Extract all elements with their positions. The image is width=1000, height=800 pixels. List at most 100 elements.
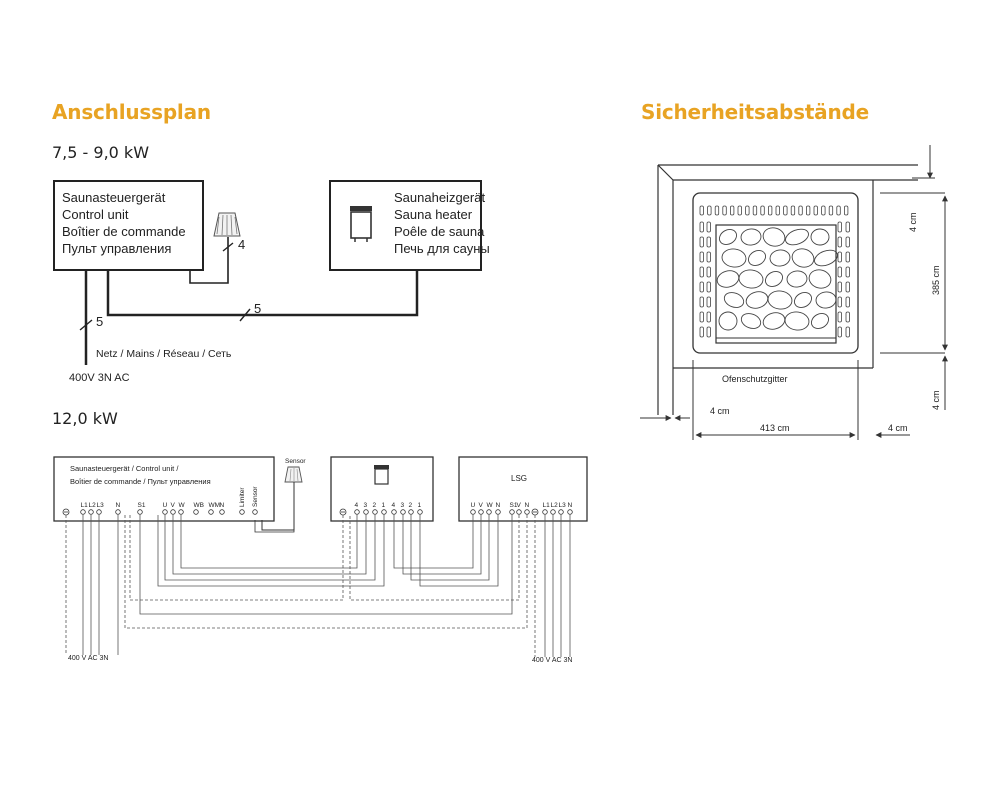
lsg-box [458, 456, 588, 522]
control-unit-terminal-label: L2 [89, 502, 97, 509]
control-unit-terminal: L2 [88, 502, 97, 515]
mains-label: Netz / Mains / Réseau / Сеть [96, 348, 232, 360]
wire [139, 515, 513, 615]
stone-chamber [715, 224, 837, 344]
wire [157, 515, 385, 587]
safety-distances-title: Sicherheitsabstände [641, 100, 869, 124]
heater-vent-slots [699, 205, 850, 338]
heater-terminal: 4 [354, 502, 360, 515]
control-unit-terminal-label: U [163, 502, 168, 509]
wire [124, 515, 528, 629]
lsg-right-terminal-label: L2 [551, 502, 559, 509]
heater-terminal-label: 2 [373, 502, 377, 509]
heater-terminal-label: 1 [382, 502, 386, 509]
control-unit-label-de: Saunasteuergerät [62, 190, 166, 205]
control-unit-terminal: V [170, 502, 176, 515]
control-unit-terminal-label: N [220, 502, 225, 509]
sauna-stones [716, 227, 838, 331]
lsg-left-terminal-label: 3 [401, 502, 405, 509]
lsg-right-terminal-label: N [496, 502, 501, 509]
wire [129, 515, 344, 601]
right-gap-label: 4 cm [888, 423, 908, 433]
height-label: 385 cm [931, 265, 941, 295]
lsg-left-terminal-label: 1 [418, 502, 422, 509]
control-unit-side-terminal: Sensor [252, 486, 259, 515]
heater-terminal: 3 [363, 502, 369, 515]
control-unit-terminal-label: W [179, 502, 186, 509]
heater-terminal-label: 4 [355, 502, 359, 509]
control-unit-terminal-label: L1 [81, 502, 89, 509]
control-unit-terminal: W [178, 502, 186, 515]
control-unit-terminal-label: WB [194, 502, 204, 509]
control-unit-side-terminal: Limiter [239, 487, 246, 515]
heater-label-en: Sauna heater [394, 207, 473, 222]
control-unit-terminal-label: N [116, 502, 121, 509]
large-power-label: 12,0 kW [52, 409, 118, 428]
lsg-right-terminal: N [524, 502, 530, 515]
control-unit-terminal: WM [208, 502, 220, 515]
lsg-right-terminal: V [516, 502, 522, 515]
mains-voltage: 400V 3N AC [69, 372, 130, 384]
control-unit-box [53, 180, 204, 271]
small-power-label: 7,5 - 9,0 kW [52, 143, 150, 162]
wire [180, 515, 358, 569]
left-gap-label: 4 cm [710, 406, 730, 416]
lsg-left-terminal: 1 [417, 502, 423, 515]
heater-box [329, 180, 482, 271]
lsg-right-terminal: L1 [542, 502, 551, 515]
heater-terminal: 1 [381, 502, 387, 515]
lsg-right-terminal: U [470, 502, 476, 515]
lsg-right-terminal-label: N [525, 502, 530, 509]
wire [172, 515, 367, 575]
lsg-left-terminal: 3 [400, 502, 406, 515]
wiring-lines [65, 515, 571, 657]
heater-terminal-label: 3 [364, 502, 368, 509]
heater-label-de: Saunaheizgerät [394, 190, 485, 205]
wire [349, 515, 520, 601]
lsg-right-terminal: V [478, 502, 484, 515]
heater-icon-large [374, 465, 389, 485]
control-unit-line1: Saunasteuergerät / Control unit / [70, 464, 179, 473]
wire [419, 515, 499, 587]
top-gap-label: 4 cm [908, 212, 918, 232]
lsg-right-terminal-label: W [487, 502, 494, 509]
control-unit-terminal-label: L3 [97, 502, 105, 509]
mains-wire-count: 5 [96, 314, 103, 329]
lsg-label: LSG [511, 474, 527, 483]
lsg-right-terminal-label: V [517, 502, 522, 509]
control-unit-terminal-label: S1 [138, 502, 146, 509]
wire [402, 515, 482, 575]
wall-corner [657, 164, 918, 415]
sensor-icon [213, 212, 241, 237]
wire [164, 515, 376, 581]
guard-label: Ofenschutzgitter [722, 374, 788, 384]
lsg-right-terminal: L2 [550, 502, 559, 515]
lsg-left-terminal: 4 [391, 502, 397, 515]
control-unit-terminal: U [162, 502, 168, 515]
wire [410, 515, 490, 581]
control-unit-box-large [53, 456, 275, 522]
control-unit-terminal: N [115, 502, 121, 515]
lsg-right-terminal-label: S1 [510, 502, 518, 509]
lsg-right-terminal: N [567, 502, 573, 515]
lsg-left-terminal-label: 2 [409, 502, 413, 509]
control-unit-terminal-label: V [171, 502, 176, 509]
control-unit-label-ru: Пульт управления [62, 241, 171, 256]
lsg-right-terminal-label: N [568, 502, 573, 509]
control-unit-terminal: L3 [96, 502, 105, 515]
control-unit-label-fr: Boîtier de commande [62, 224, 186, 239]
lsg-left-terminal: 2 [408, 502, 414, 515]
heater-label-ru: Печь для сауны [394, 241, 490, 256]
control-unit-terminal: L1 [80, 502, 89, 515]
bottom-gap-label: 4 cm [931, 390, 941, 410]
sensor-wire-count: 4 [238, 237, 245, 252]
control-unit-side-terminal-label: Sensor [252, 486, 259, 507]
sensor-label-large: Sensor [285, 458, 306, 465]
heater-top-view [692, 192, 859, 354]
lsg-right-terminal-label: L1 [543, 502, 551, 509]
voltage-left: 400 V AC 3N [68, 655, 108, 662]
